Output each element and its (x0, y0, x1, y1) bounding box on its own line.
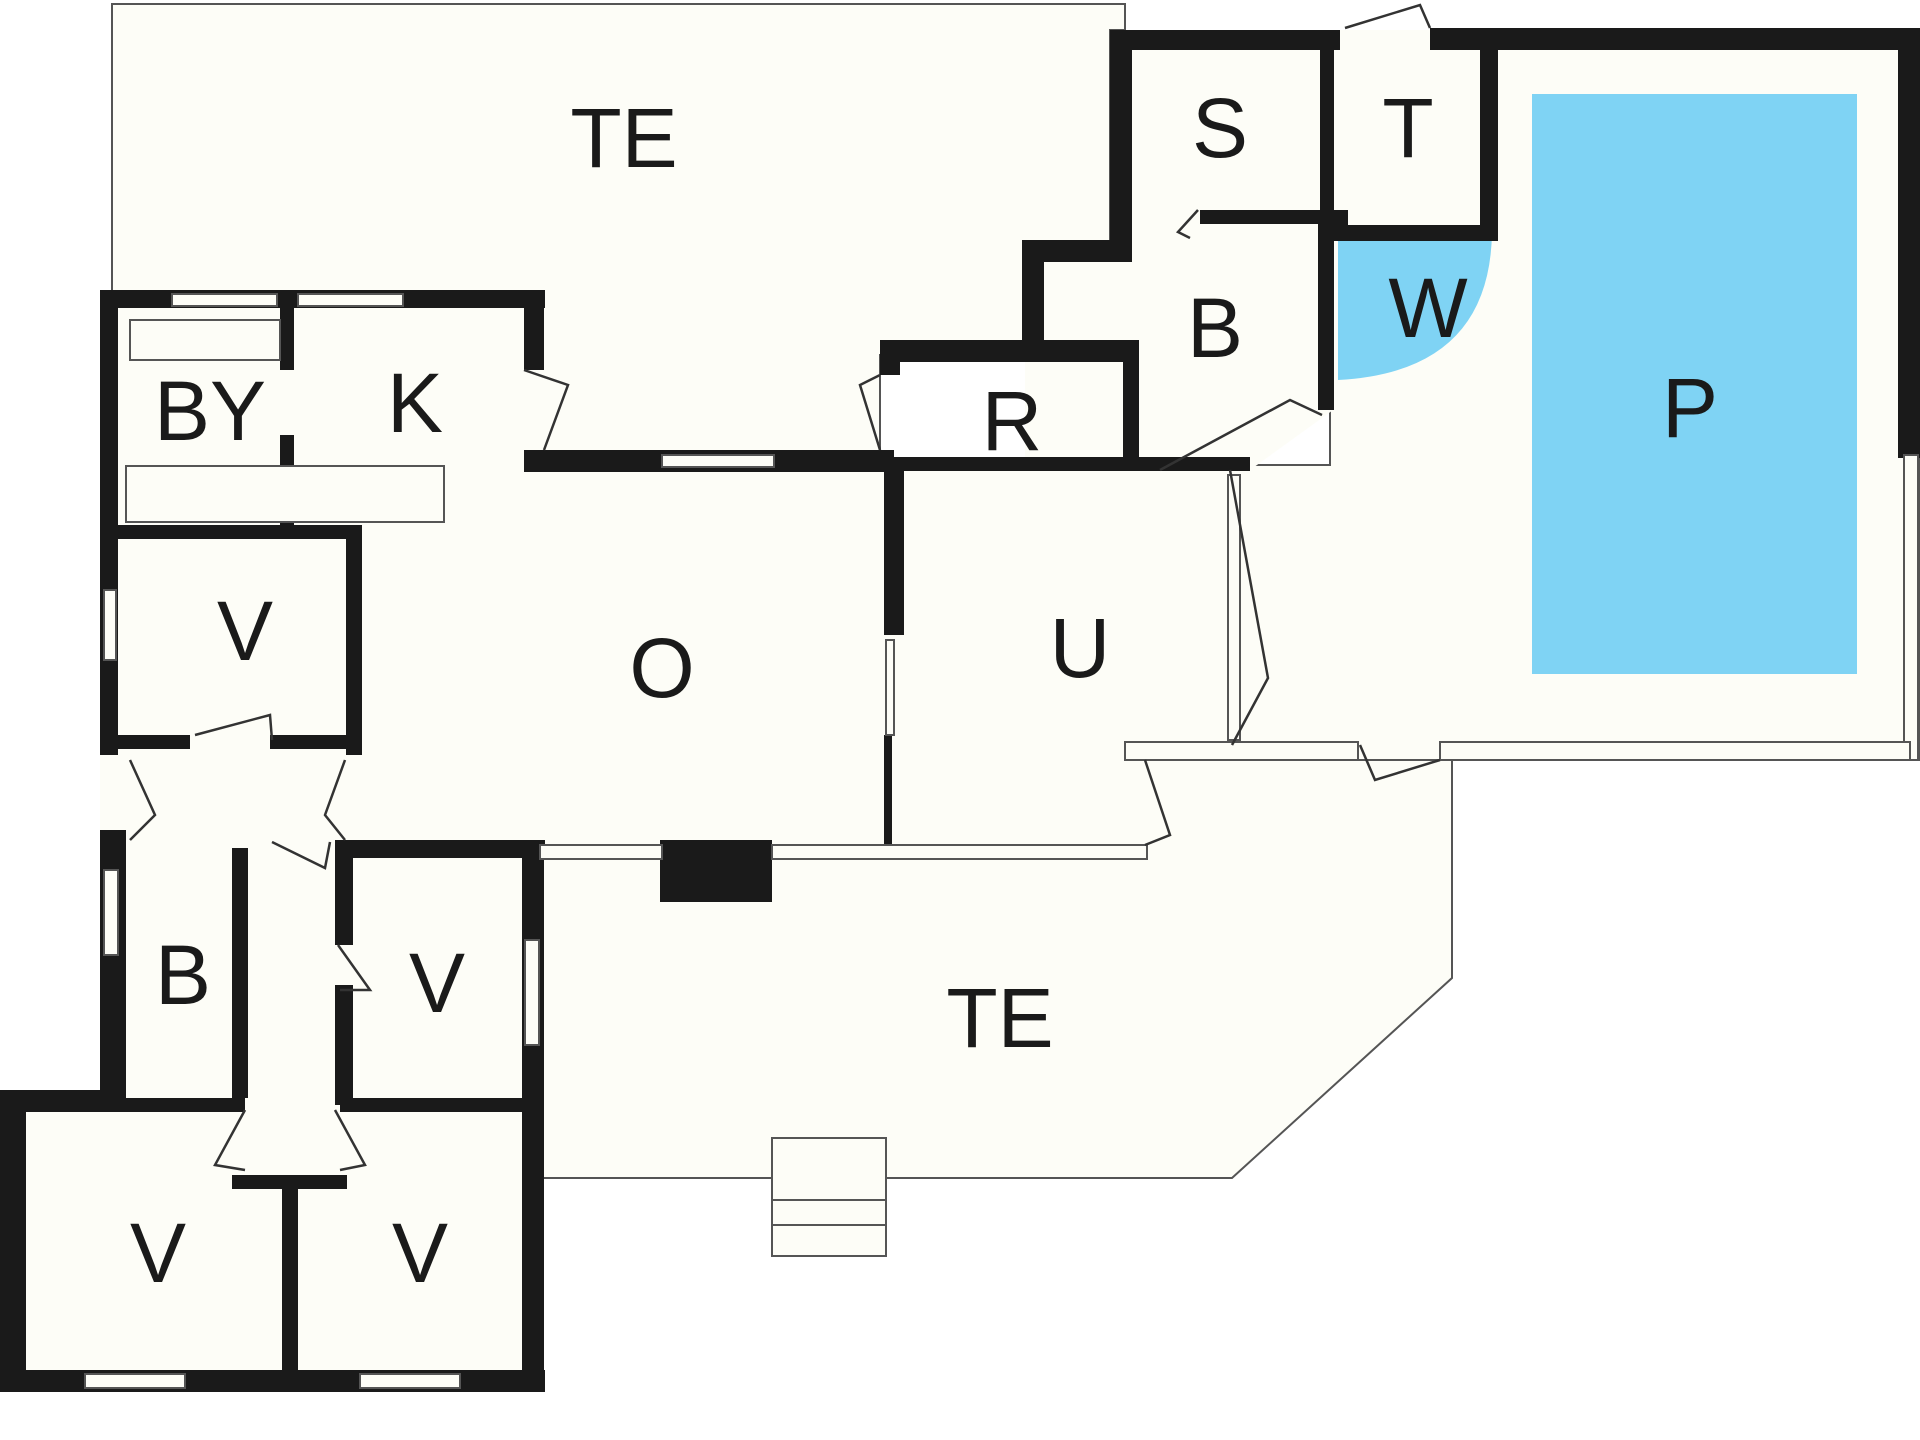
doors (128, 3, 1441, 1172)
label-terrace-bottom: TE (946, 971, 1053, 1065)
label-living: O (629, 621, 694, 715)
label-bath-top: B (1187, 281, 1243, 375)
label-utility-room: R (982, 374, 1043, 468)
label-bedroom-1: V (217, 584, 273, 678)
label-terrace-top: TE (570, 91, 677, 185)
label-sauna: S (1192, 81, 1248, 175)
label-laundry: BY (154, 364, 266, 458)
label-bedroom-3: V (130, 1206, 186, 1300)
pool-basin (1532, 94, 1857, 674)
room-labels: TE S T B W P R BY K V O U B V TE V V (130, 81, 1718, 1300)
label-bath-bottom: B (155, 928, 211, 1022)
whirlpool-basin (1338, 232, 1492, 380)
label-bedroom-4: V (392, 1206, 448, 1300)
label-whirlpool: W (1388, 261, 1467, 355)
steps (771, 1137, 887, 1257)
windows (84, 293, 1919, 1389)
label-bedroom-2: V (409, 936, 465, 1030)
label-toilet: T (1382, 81, 1433, 175)
label-kitchen: K (387, 356, 443, 450)
interior-floor (0, 30, 1495, 1390)
label-conservatory: U (1050, 601, 1111, 695)
label-pool: P (1662, 361, 1718, 455)
